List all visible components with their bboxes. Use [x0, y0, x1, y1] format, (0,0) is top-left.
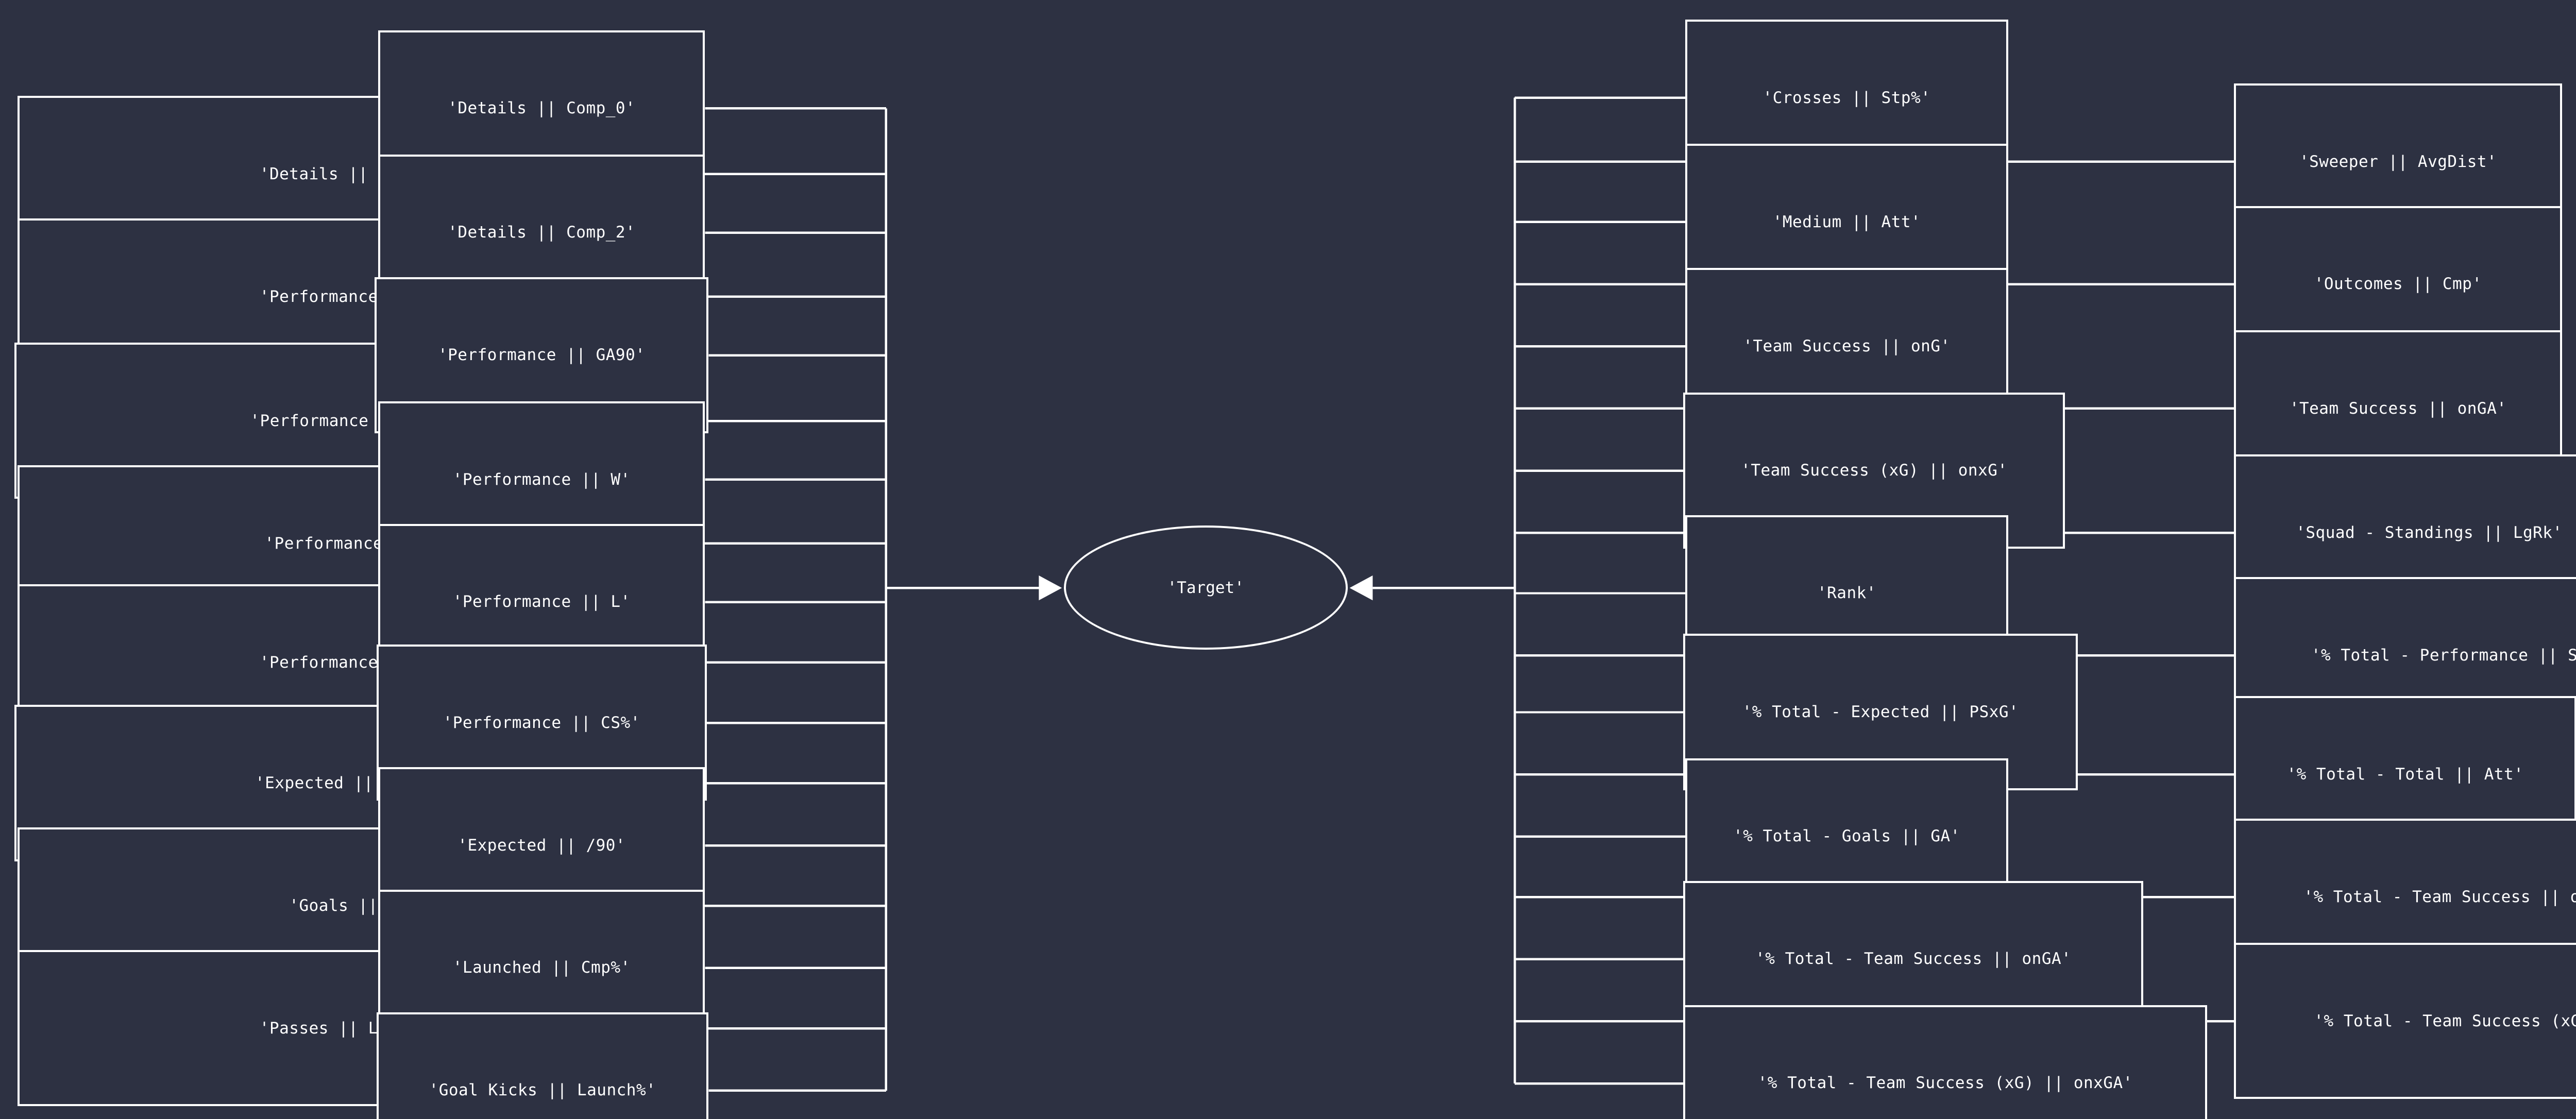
node-label: '% Total - Goals || GA': [1733, 827, 1960, 846]
node-total-team-success-xg-onxga[interactable]: '% Total - Team Success (xG) || onxGA': [1683, 1005, 2208, 1119]
node-label: 'Performance || CS%': [443, 713, 640, 732]
node-goal-kicks-launch[interactable]: 'Goal Kicks || Launch%': [376, 1012, 709, 1119]
target-label: 'Target': [1167, 578, 1244, 597]
node-label: 'Performance || W': [452, 470, 631, 489]
target-node[interactable]: 'Target': [1063, 525, 1348, 650]
node-label: 'Medium || Att': [1772, 212, 1921, 231]
node-label: '% Total - Performance || Saves': [2311, 646, 2576, 665]
node-label: 'Outcomes || Cmp': [2314, 275, 2482, 294]
node-label: 'Launched || Cmp%': [452, 958, 631, 977]
node-label: '% Total - Team Success || onG': [2303, 887, 2576, 906]
node-label: '% Total - Team Success (xG) || onxGA': [1757, 1074, 2133, 1093]
node-label: '% Total - Team Success || onGA': [1755, 950, 2072, 969]
node-label: 'Sweeper || AvgDist': [2299, 152, 2497, 171]
node-label: 'Crosses || Stp%': [1762, 88, 1931, 107]
node-label: 'Team Success || onGA': [2289, 399, 2507, 418]
node-label: 'Performance || L': [452, 592, 631, 612]
node-total-team-success-xg-onxg[interactable]: '% Total - Team Success (xG) || onxG': [2233, 943, 2576, 1099]
node-label: '% Total - Total || Att': [2286, 765, 2524, 784]
node-label: '% Total - Team Success (xG) || onxG': [2314, 1011, 2576, 1030]
node-label: 'Goal Kicks || Launch%': [429, 1081, 656, 1100]
node-label: 'Team Success (xG) || onxG': [1741, 461, 2008, 480]
node-label: '% Total - Expected || PSxG': [1742, 703, 2019, 722]
node-label: 'Squad - Standings || LgRk': [2296, 523, 2563, 542]
node-label: 'Rank': [1817, 584, 1876, 603]
node-label: 'Expected || /90': [457, 836, 626, 855]
node-label: 'Details || Comp_2': [448, 223, 636, 242]
node-label: 'Team Success || onG': [1743, 337, 1951, 356]
node-label: 'Details || Comp_0': [448, 99, 636, 118]
node-label: 'Performance || GA90': [437, 346, 646, 365]
